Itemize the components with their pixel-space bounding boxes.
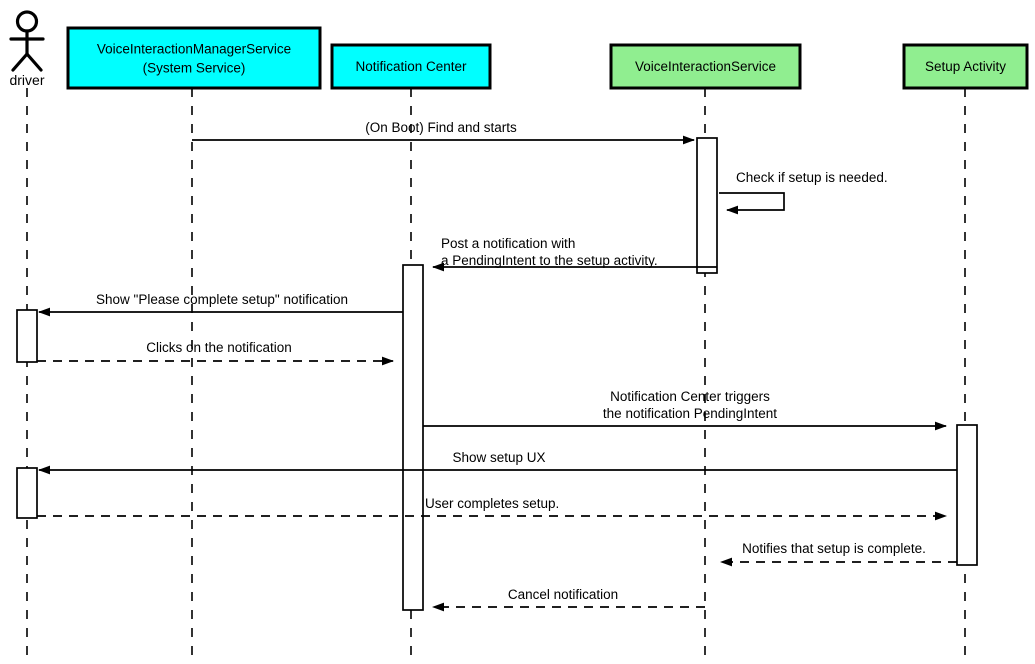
activation-bar-notification-center [402, 264, 424, 611]
actor-label-driver: driver [9, 72, 44, 88]
message-show-setup-ux[interactable]: Show setup UX [38, 450, 957, 475]
participant-voiceinteractionmanagerservice[interactable]: VoiceInteractionManagerService (System S… [66, 26, 322, 90]
activation-bars-group [16, 137, 978, 611]
actor-right-leg-icon [25, 52, 43, 72]
actor-driver[interactable]: driver [9, 10, 45, 88]
message-self-loop-m2 [719, 192, 785, 215]
activation-bar-driver-1 [16, 309, 38, 363]
message-label-m8: User completes setup. [425, 496, 559, 511]
message-label-m6-line2: the notification PendingIntent [603, 406, 777, 421]
message-on-boot-find-and-starts[interactable]: (On Boot) Find and starts [192, 120, 695, 145]
actor-left-leg-icon [11, 52, 29, 72]
message-label-m4: Show "Please complete setup" notificatio… [96, 292, 348, 307]
message-label-m2: Check if setup is needed. [736, 170, 888, 185]
message-label-m10: Cancel notification [508, 587, 618, 602]
participant-box-setup-activity[interactable] [902, 43, 1029, 90]
message-label-m3-line1: Post a notification with [441, 236, 575, 251]
participant-label-vis: VoiceInteractionService [635, 59, 776, 74]
message-cancel-notification[interactable]: Cancel notification [432, 587, 705, 612]
participant-voiceinteractionservice[interactable]: VoiceInteractionService [609, 43, 802, 90]
message-label-m3-line2: a PendingIntent to the setup activity. [441, 253, 658, 268]
message-label-m1: (On Boot) Find and starts [365, 120, 517, 135]
participant-notification-center[interactable]: Notification Center [330, 43, 492, 90]
message-show-please-complete-setup-notification[interactable]: Show "Please complete setup" notificatio… [38, 292, 403, 317]
participant-label-setup-activity: Setup Activity [925, 59, 1006, 74]
message-clicks-on-the-notification[interactable]: Clicks on the notification [37, 340, 394, 366]
message-check-if-setup-is-needed[interactable]: Check if setup is needed. [719, 170, 888, 215]
participant-label-notification-center: Notification Center [355, 59, 467, 74]
participant-setup-activity[interactable]: Setup Activity [902, 43, 1029, 90]
participant-label-vims-line1: VoiceInteractionManagerService [97, 42, 291, 57]
activation-bar-setup-activity [956, 424, 978, 566]
message-post-a-notification[interactable]: Post a notification with a PendingIntent… [432, 236, 717, 272]
participant-box-notification-center[interactable] [330, 43, 492, 90]
message-label-m5: Clicks on the notification [146, 340, 292, 355]
participant-box-vims[interactable] [66, 26, 322, 90]
activation-bar-driver-2 [16, 467, 38, 519]
message-notification-center-triggers-pendingintent[interactable]: Notification Center triggers the notific… [423, 389, 947, 431]
message-label-m6-line1: Notification Center triggers [610, 389, 770, 404]
message-notifies-that-setup-is-complete[interactable]: Notifies that setup is complete. [720, 541, 957, 567]
participant-label-vims-line2: (System Service) [143, 61, 246, 76]
message-user-completes-setup[interactable]: User completes setup. [37, 496, 947, 521]
message-label-m9: Notifies that setup is complete. [742, 541, 926, 556]
message-label-m7: Show setup UX [452, 450, 545, 465]
participant-box-vis[interactable] [609, 43, 802, 90]
activation-bar-voiceinteractionservice [696, 137, 718, 274]
